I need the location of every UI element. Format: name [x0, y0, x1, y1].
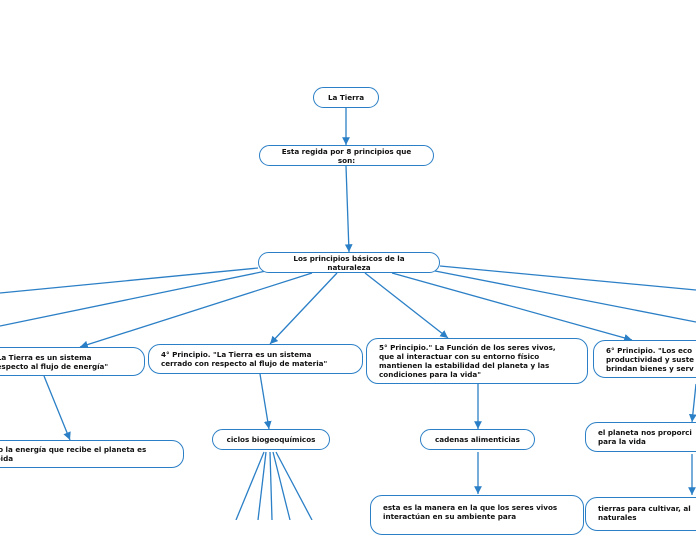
node-planeta-proporciona[interactable]: el planeta nos proporci para la vida [585, 422, 696, 452]
node-tierras-cultivar[interactable]: tierras para cultivar, al naturales [585, 497, 696, 531]
edge-principles-p5 [364, 272, 449, 339]
node-principios-basicos-label: Los principios básicos de la naturaleza [293, 253, 405, 272]
edge-cycles-branch-2 [257, 451, 267, 520]
node-interaccion-seres-vivos[interactable]: esta es la manera en la que los seres vi… [370, 495, 584, 535]
edge-principles-p6 [391, 272, 633, 342]
edge-cycles-branch-5 [275, 451, 313, 520]
node-tierras-cultivar-label: tierras para cultivar, al naturales [598, 504, 691, 522]
edge-principles-offscreen-right-2 [439, 265, 696, 291]
connector-layer [0, 108, 696, 520]
node-regida-principios[interactable]: Esta regida por 8 principios que son: [259, 145, 434, 166]
node-interaccion-seres-vivos-label: esta es la manera en la que los seres vi… [383, 503, 558, 521]
node-principio-4[interactable]: 4° Principio. "La Tierra es un sistema c… [148, 344, 363, 374]
edge-principles-offscreen-left-2 [0, 270, 267, 327]
node-la-tierra[interactable]: La Tierra [313, 87, 379, 108]
node-cadenas-alimenticias[interactable]: cadenas alimenticias [420, 429, 535, 450]
node-la-tierra-label: La Tierra [327, 93, 365, 102]
edge-cycles-branch-3 [269, 451, 273, 520]
node-principio-3[interactable]: "La Tierra es un sistema respecto al flu… [0, 347, 145, 376]
node-principios-basicos[interactable]: Los principios básicos de la naturaleza [258, 252, 440, 273]
edge-cycles-branch-1 [235, 451, 265, 520]
node-principio-3-label: "La Tierra es un sistema respecto al flu… [0, 352, 109, 371]
node-principio-4-label: 4° Principio. "La Tierra es un sistema c… [161, 350, 328, 368]
edge-principles-p3 [79, 272, 313, 349]
edge-principles-offscreen-right-1 [429, 269, 696, 323]
node-principio-5[interactable]: 5° Principio." La Función de los seres v… [366, 338, 588, 384]
edge-principles-p4 [269, 272, 338, 345]
edge-p4-cycles [259, 373, 272, 430]
node-cadenas-alimenticias-label: cadenas alimenticias [435, 435, 520, 444]
edge-p6-planet [688, 383, 696, 423]
node-planeta-proporciona-label: el planeta nos proporci para la vida [598, 428, 692, 446]
edge-p3-child [43, 375, 71, 441]
edge-principles-offscreen-left-1 [0, 267, 259, 294]
edge-governed-principles [344, 165, 353, 253]
node-principio-5-label: 5° Principio." La Función de los seres v… [379, 343, 556, 379]
node-ciclos-biogeoquimicos[interactable]: ciclos biogeoquímicos [212, 429, 330, 450]
node-principio-3-energia-label: no la energía que recibe el planeta es i… [0, 445, 147, 463]
node-principio-6[interactable]: 6° Principio. "Los eco productividad y s… [593, 340, 696, 378]
node-regida-principios-label: Esta regida por 8 principios que son: [281, 146, 412, 165]
edge-cycles-branch-4 [272, 451, 291, 520]
node-principio-6-label: 6° Principio. "Los eco productividad y s… [606, 345, 695, 373]
node-ciclos-biogeoquimicos-label: ciclos biogeoquímicos [226, 435, 316, 444]
node-principio-3-energia[interactable]: no la energía que recibe el planeta es i… [0, 440, 184, 468]
